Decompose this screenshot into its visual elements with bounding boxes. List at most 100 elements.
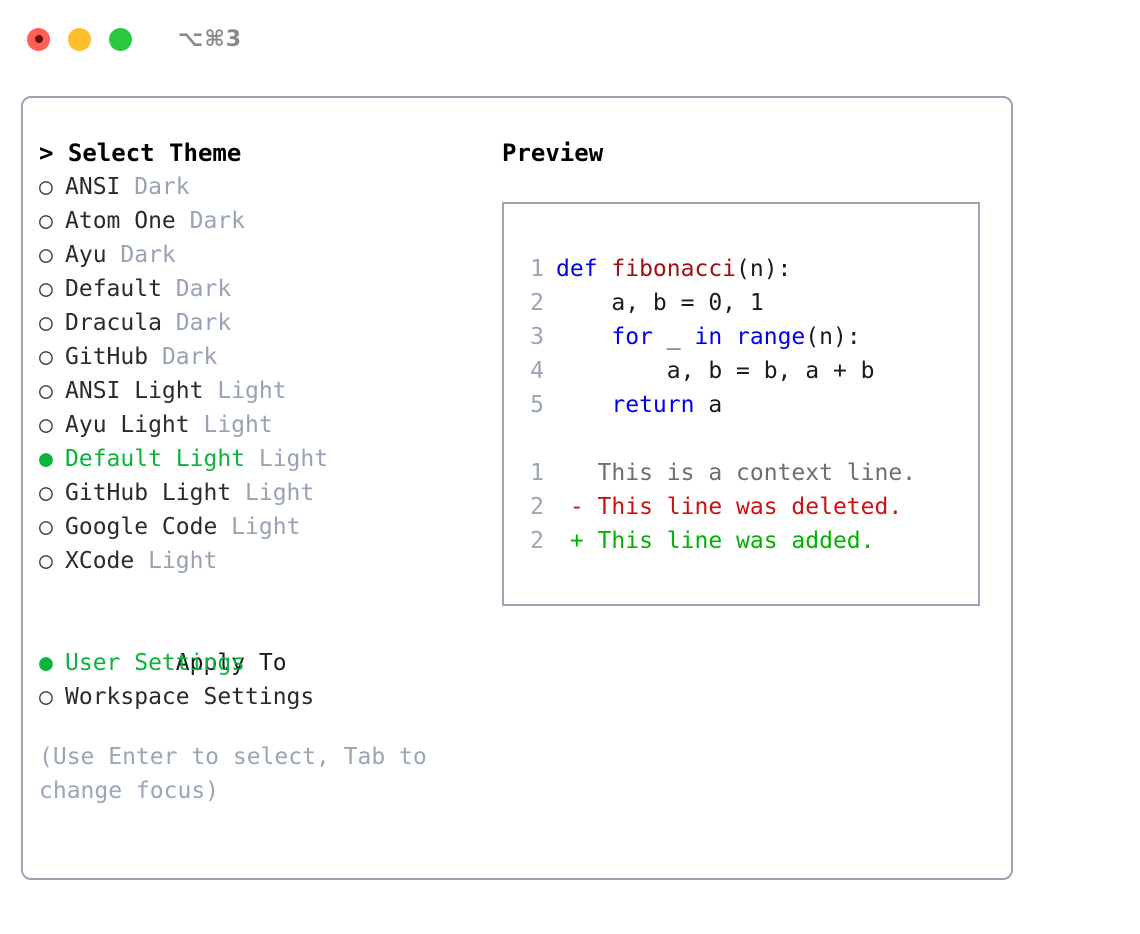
theme-list-item[interactable]: ○Ayu Light Light <box>39 408 479 442</box>
theme-name: Ayu Light <box>65 412 190 438</box>
theme-list-item[interactable]: ●Default Light Light <box>39 442 479 476</box>
diff-line-text: This is a context line. <box>556 460 917 486</box>
code-line: 1 def fibonacci(n): <box>518 252 978 286</box>
theme-name: ANSI Light <box>65 378 204 404</box>
code-token-plain: (n): <box>805 324 861 350</box>
radio-unselected-icon[interactable]: ○ <box>39 310 53 336</box>
code-line-number: 1 <box>530 256 544 282</box>
diff-line-text: - This line was deleted. <box>556 494 903 520</box>
theme-list: ○ ANSI Dark ○ Atom One Dark ○ Ayu Dark ○ Defaul… <box>39 170 479 578</box>
maximize-button[interactable] <box>109 27 132 51</box>
diff-line-text: + This line was added. <box>556 528 875 554</box>
code-token-kw: for <box>611 324 653 350</box>
radio-selected-icon[interactable]: ● <box>39 446 53 472</box>
radio-unselected-icon[interactable]: ○ <box>39 208 53 234</box>
apply-to-list: ●User Settings○Workspace Settings <box>39 646 479 714</box>
theme-list-item[interactable]: ○ Ayu Dark <box>39 238 479 272</box>
code-token-plain: (n): <box>736 256 792 282</box>
code-token-plain <box>556 324 611 350</box>
code-line-number: 4 <box>530 358 544 384</box>
apply-to-label-row: Apply To <box>39 612 479 676</box>
apply-to-option[interactable]: ●User Settings <box>39 646 479 680</box>
preview-title: Preview <box>502 139 604 167</box>
theme-list-item[interactable]: ○ XCode Light <box>39 544 479 578</box>
title-bar: ⌥⌘3 <box>0 0 1140 78</box>
radio-unselected-icon[interactable]: ○ <box>39 378 53 404</box>
theme-kind-tag: Dark <box>148 344 218 370</box>
code-token-kw: def <box>556 256 612 282</box>
close-indicator-dot <box>34 35 43 43</box>
code-token-kw: in <box>694 324 737 350</box>
theme-list-item[interactable]: ○ GitHub Light Light <box>39 476 479 510</box>
radio-unselected-icon[interactable]: ○ <box>39 412 53 438</box>
radio-unselected-icon[interactable]: ○ <box>39 548 53 574</box>
code-token-plain <box>556 392 611 418</box>
code-token-kw: return <box>611 392 695 418</box>
list-spacer <box>39 578 479 612</box>
code-line-number: 2 <box>530 290 544 316</box>
code-line: 4 a, b = b, a + b <box>518 354 978 388</box>
theme-kind-tag: Light <box>231 480 315 506</box>
code-line: 5 return a <box>518 388 978 422</box>
radio-selected-icon[interactable]: ● <box>39 650 53 676</box>
diff-line: 2 - This line was deleted. <box>518 490 978 524</box>
code-token-kw: range <box>736 324 806 350</box>
diff-line-number: 2 <box>530 528 544 554</box>
code-line-number: 3 <box>530 324 544 350</box>
radio-unselected-icon[interactable]: ○ <box>39 242 53 268</box>
theme-name: Default Light <box>65 446 246 472</box>
diff-line: 1 This is a context line. <box>518 456 978 490</box>
apply-to-label: Apply To <box>175 650 287 676</box>
theme-list-item[interactable]: ○ Google Code Light <box>39 510 479 544</box>
keyboard-hint: (Use Enter to select, Tab to change focu… <box>39 744 441 804</box>
theme-name: Dracula <box>65 310 162 336</box>
main-panel: > Select Theme ○ANSI Dark○Atom One Dark○… <box>21 96 1013 880</box>
theme-kind-tag: Light <box>203 378 287 404</box>
theme-kind-tag: Dark <box>161 310 232 336</box>
theme-name: Google Code <box>65 514 218 540</box>
code-token-fn: fibonacci <box>611 256 737 282</box>
theme-kind-tag: Dark <box>175 208 246 234</box>
theme-kind-tag: Dark <box>106 242 176 268</box>
code-token-plain: a, b = b, a + b <box>556 358 875 384</box>
theme-name: GitHub <box>65 344 149 370</box>
minimize-button[interactable] <box>68 27 91 51</box>
diff-line: 2 + This line was added. <box>518 524 978 558</box>
radio-unselected-icon[interactable]: ○ <box>39 344 53 370</box>
apply-to-option[interactable]: ○Workspace Settings <box>39 680 479 714</box>
theme-name: ANSI <box>65 174 121 200</box>
theme-picker-column: > Select Theme ○ANSI Dark○Atom One Dark○… <box>39 136 479 808</box>
close-button[interactable] <box>27 27 50 51</box>
theme-kind-tag: Light <box>134 548 218 574</box>
radio-unselected-icon[interactable]: ○ <box>39 276 53 302</box>
theme-kind-tag: Dark <box>120 174 190 200</box>
theme-kind-tag: Light <box>217 514 301 540</box>
theme-list-item[interactable]: ○ Default Dark <box>39 272 479 306</box>
radio-unselected-icon[interactable]: ○ <box>39 480 53 506</box>
theme-picker-header: > Select Theme <box>39 139 242 167</box>
code-token-plain: a, b = 0, 1 <box>556 290 764 316</box>
radio-unselected-icon[interactable]: ○ <box>39 684 53 710</box>
theme-list-item[interactable]: ○ ANSI Light Light <box>39 374 479 408</box>
theme-list-item[interactable]: ○ Atom One Dark <box>39 204 479 238</box>
theme-name: GitHub Light <box>65 480 232 506</box>
diff-preview: 1 This is a context line.2 - This line w… <box>518 456 978 558</box>
radio-unselected-icon[interactable]: ○ <box>39 514 53 540</box>
theme-name: Atom One <box>65 208 176 234</box>
theme-list-item[interactable]: ○ GitHub Dark <box>39 340 479 374</box>
theme-name: Ayu <box>65 242 107 268</box>
theme-list-item[interactable]: ○ ANSI Dark <box>39 170 479 204</box>
code-line-number: 5 <box>530 392 544 418</box>
code-diff-gap <box>518 422 978 456</box>
theme-list-item[interactable]: ○ Dracula Dark <box>39 306 479 340</box>
radio-unselected-icon[interactable]: ○ <box>39 174 53 200</box>
code-line: 2 a, b = 0, 1 <box>518 286 978 320</box>
traffic-light-buttons <box>27 27 132 51</box>
theme-kind-tag: Dark <box>161 276 232 302</box>
keyboard-shortcut-label: ⌥⌘3 <box>178 26 243 52</box>
theme-name: Default <box>65 276 162 302</box>
theme-name: XCode <box>65 548 135 574</box>
